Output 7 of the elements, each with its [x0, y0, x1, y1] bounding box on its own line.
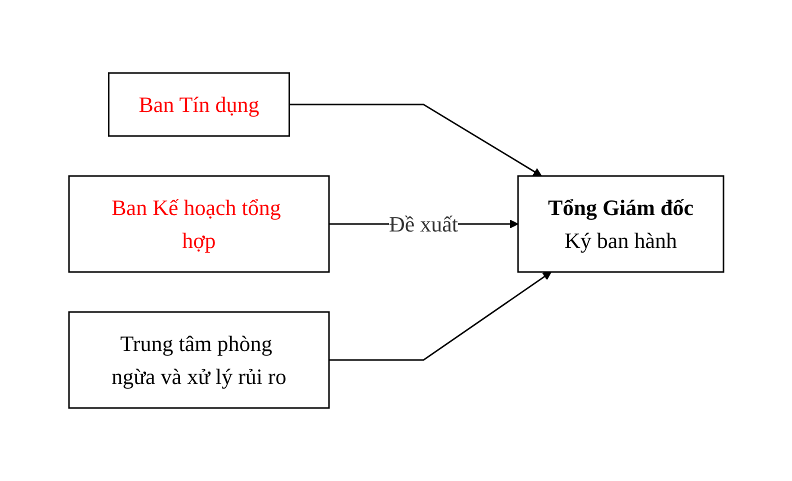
node-box: Tổng Giám đốc Ký ban hành	[517, 175, 724, 273]
arrow	[328, 272, 552, 361]
node-box: Ban Tín dụng	[108, 72, 290, 137]
node-box: Trung tâm phòng ngừa và xử lý rủi ro	[68, 311, 330, 409]
arrow	[289, 104, 542, 176]
node-box: Ban Kế hoạch tổng hợp	[68, 175, 330, 273]
edge-label: Đề xuất	[388, 212, 458, 236]
